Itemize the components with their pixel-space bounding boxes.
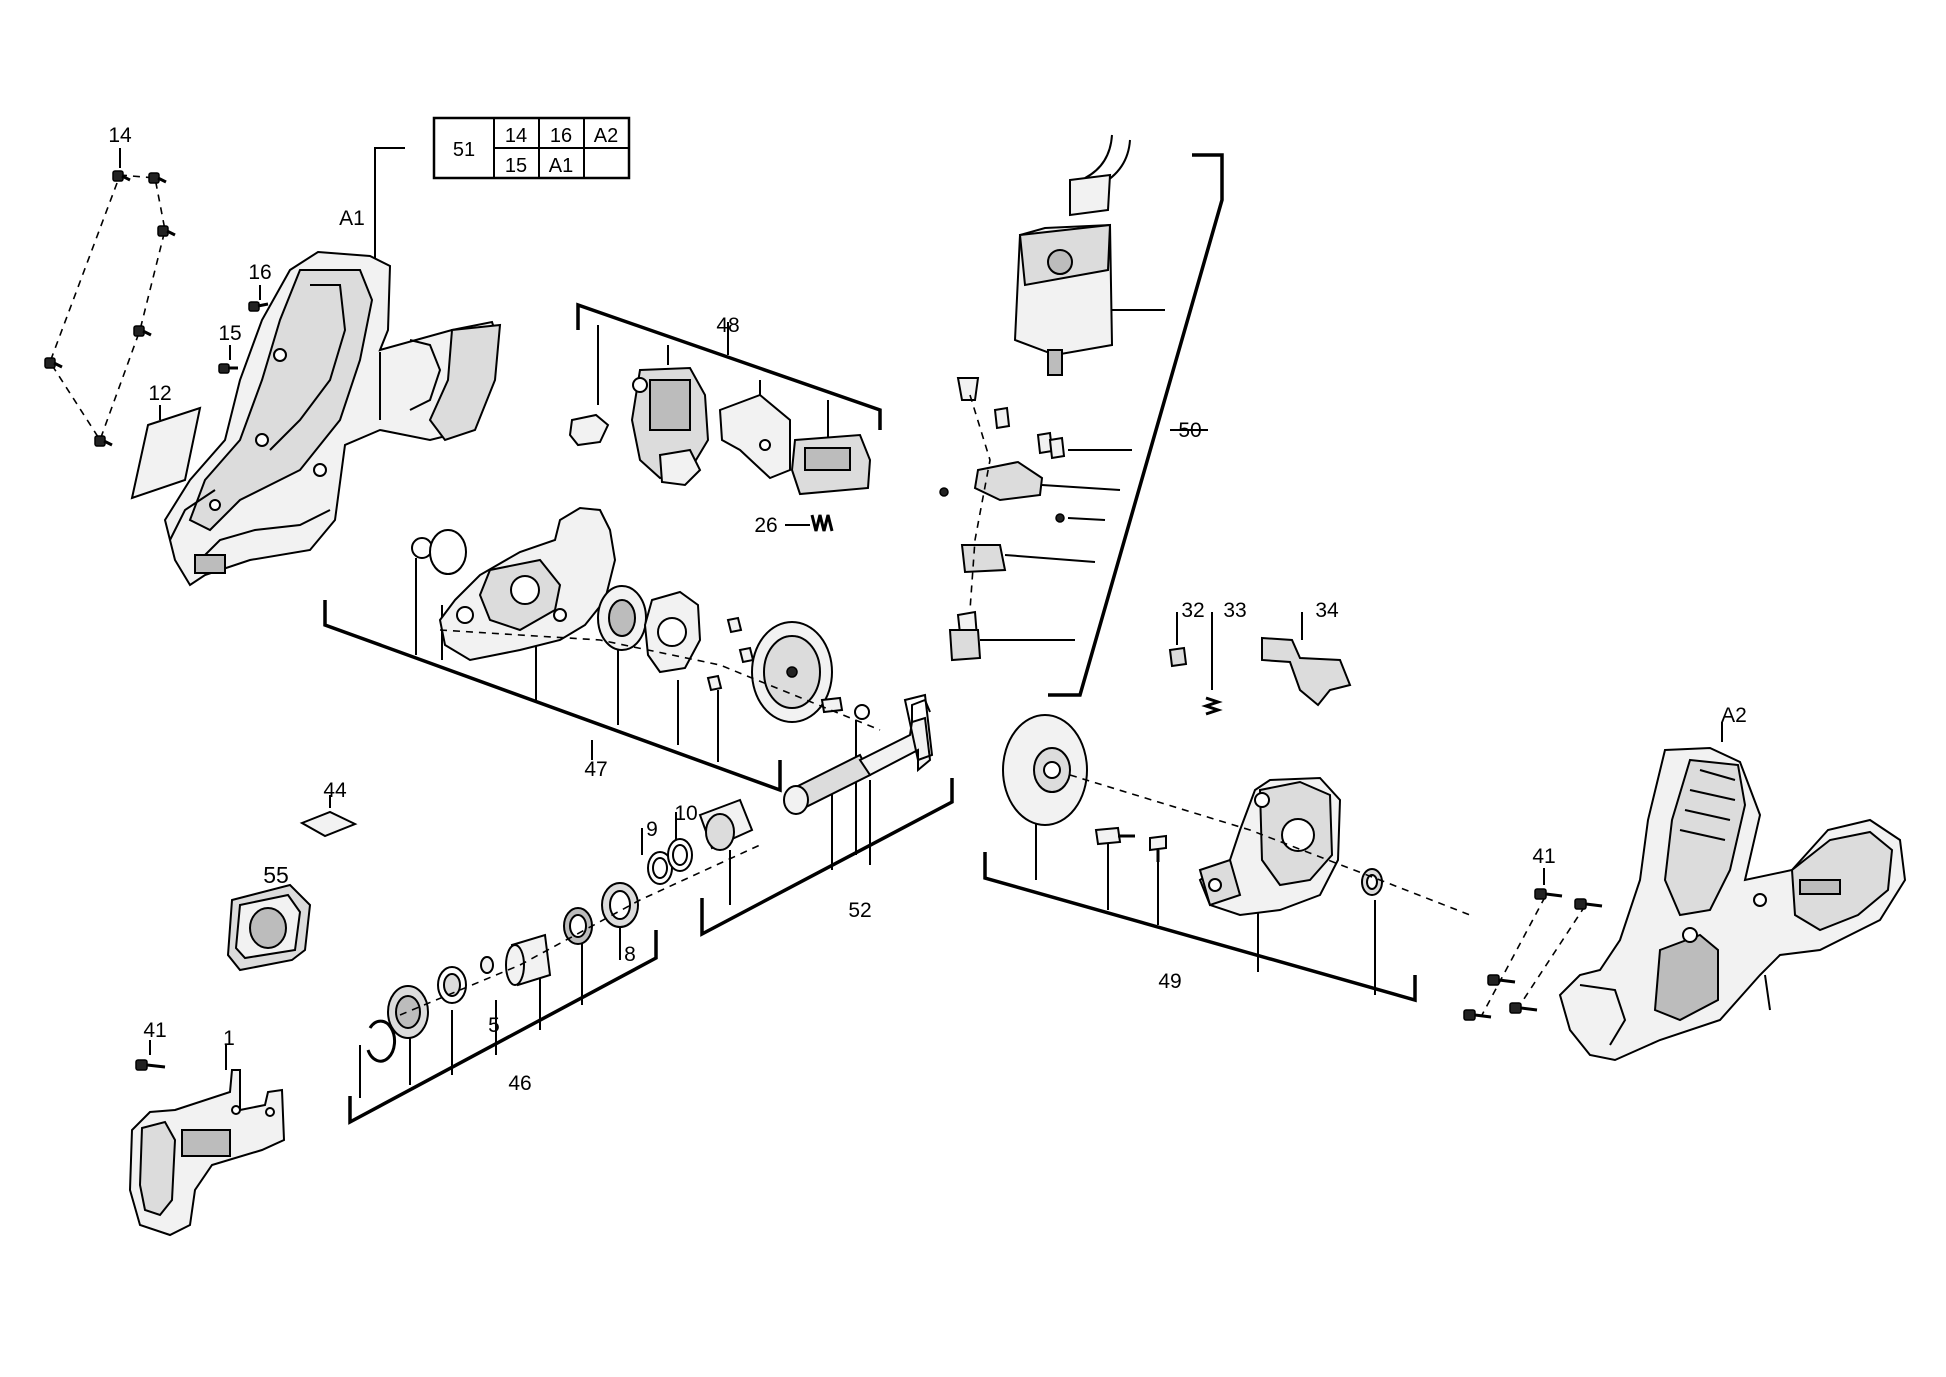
gear-case-assembly-49 [983,714,1471,1003]
screw-pattern-14 [44,148,176,447]
callout-41-right: 41 [1532,845,1555,868]
callout-5: 5 [488,1014,500,1037]
screw-set-41 [1463,868,1603,1021]
callout-46: 46 [508,1072,531,1095]
kit-cell: A2 [594,125,618,147]
callout-10: 10 [674,802,697,825]
washer-10 [667,812,693,872]
housing-half-a2 [1558,722,1907,1062]
kit-cell: 16 [550,125,572,147]
kit-cell: A1 [549,155,573,177]
callout-52: 52 [848,899,871,922]
label-sticker-12 [130,405,202,500]
callout-a2: A2 [1721,704,1747,727]
kit-cell: 14 [505,125,527,147]
callout-a1: A1 [339,207,365,230]
callout-48: 48 [716,314,739,337]
callout-49: 49 [1158,970,1181,993]
kit-number: 51 [453,139,475,161]
screw-41-left [135,1040,166,1071]
callout-50: 50 [1178,419,1201,442]
spring-33 [1201,612,1223,716]
callout-32: 32 [1181,599,1204,622]
switch-assembly-48 [568,302,882,496]
lever-34 [1261,612,1352,707]
callout-55: 55 [263,862,289,888]
kit-cell: 15 [505,155,527,177]
callout-44: 44 [323,779,347,802]
shoe-1 [128,1045,286,1237]
callout-12: 12 [148,382,171,405]
label-sticker-44 [299,795,358,838]
kit-table: 51 14 16 A2 15 A1 [374,116,631,268]
callout-41-left: 41 [143,1019,166,1042]
callout-8: 8 [624,943,636,966]
screw-15 [218,345,238,374]
motor-assembly-50 [939,134,1224,697]
callout-14: 14 [108,124,132,147]
callout-15: 15 [218,322,241,345]
gear-housing-assembly-47 [323,506,881,793]
callout-26: 26 [754,514,777,537]
callout-1: 1 [223,1027,235,1050]
housing-half-a1 [163,250,502,587]
screw-16 [248,285,269,312]
plunger-assembly-52 [698,693,954,937]
callout-9: 9 [646,818,658,841]
blade-clamp-assembly-46 [348,844,761,1125]
spring-26 [785,514,834,532]
callout-47: 47 [584,758,607,781]
part-32 [1168,612,1188,668]
callout-34: 34 [1315,599,1339,622]
callout-16: 16 [248,261,271,284]
callout-33: 33 [1223,599,1246,622]
cover-55 [226,883,312,972]
